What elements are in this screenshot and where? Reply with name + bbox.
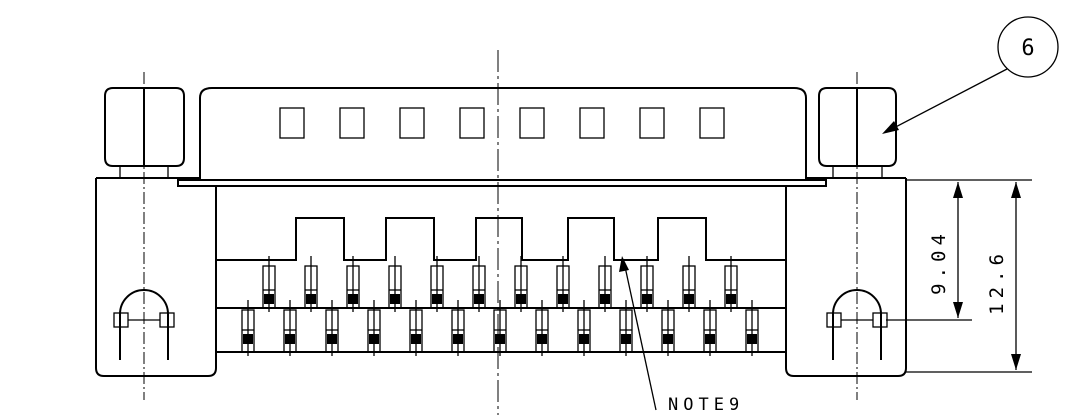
upper-contact (304, 256, 318, 312)
dimension-lines (886, 179, 1032, 373)
upper-contact (598, 256, 612, 312)
upper-contact (640, 256, 654, 312)
shell-window (279, 107, 305, 139)
lower-contact (367, 300, 381, 356)
lower-contact (703, 300, 717, 356)
shell-window (399, 107, 425, 139)
upper-contact (262, 256, 276, 312)
lower-contact (325, 300, 339, 356)
shell-windows (279, 107, 725, 139)
note-leader (619, 256, 657, 411)
lower-contact (577, 300, 591, 356)
dimension-label-inner: 9.04 (928, 229, 950, 295)
upper-contact (556, 256, 570, 312)
lower-contact (241, 300, 255, 356)
center-lines (143, 50, 858, 415)
lower-contact-row (241, 300, 759, 356)
upper-contact (724, 256, 738, 312)
shell-window (639, 107, 665, 139)
upper-contact-row (262, 256, 738, 312)
lower-contact (493, 300, 507, 356)
lower-contact (283, 300, 297, 356)
balloon-callout (882, 16, 1059, 134)
top-shell (177, 87, 827, 187)
lower-contact (745, 300, 759, 356)
right-bracket (785, 177, 907, 377)
upper-contact (346, 256, 360, 312)
balloon-label: 6 (1021, 36, 1034, 61)
insulator-body (216, 217, 786, 356)
upper-contact (514, 256, 528, 312)
upper-contact (430, 256, 444, 312)
lower-contact (619, 300, 633, 356)
upper-contact (472, 256, 486, 312)
shell-window (339, 107, 365, 139)
lower-contact (535, 300, 549, 356)
shell-window (579, 107, 605, 139)
left-bracket (95, 177, 217, 377)
lower-contact (661, 300, 675, 356)
upper-contact (388, 256, 402, 312)
note-label: NOTE9 (668, 395, 744, 415)
dimension-label-outer: 12.6 (986, 249, 1008, 315)
lower-contact (451, 300, 465, 356)
upper-contact (682, 256, 696, 312)
shell-window (519, 107, 545, 139)
shell-window (459, 107, 485, 139)
shell-window (699, 107, 725, 139)
lower-contact (409, 300, 423, 356)
